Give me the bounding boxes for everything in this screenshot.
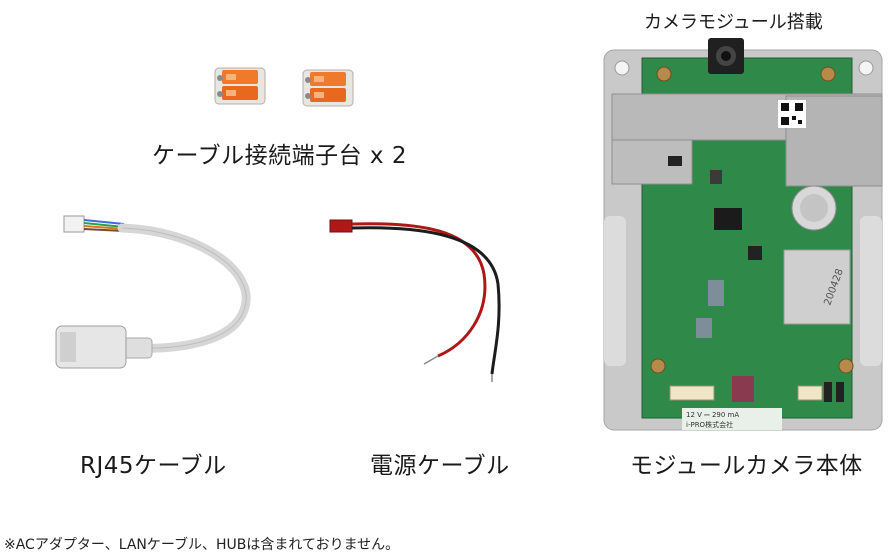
camera-module-mount-label: カメラモジュール搭載 bbox=[644, 12, 823, 33]
board-maker: i-PRO株式会社 bbox=[686, 420, 733, 429]
footnote: ※ACアダプター、LANケーブル、HUBは含まれておりません。 bbox=[4, 537, 400, 553]
terminal-block-label: ケーブル接続端子台 x 2 bbox=[152, 143, 407, 169]
rj45-cable bbox=[55, 215, 251, 369]
camera-module-body: 200428 12 V ⎓ 290 mA i-PRO株式会社 bbox=[603, 38, 883, 431]
terminal-block-1 bbox=[214, 67, 266, 105]
board-rating: 12 V ⎓ 290 mA bbox=[686, 411, 739, 419]
power-cable-label: 電源ケーブル bbox=[370, 453, 510, 479]
camera-body-label: モジュールカメラ本体 bbox=[630, 453, 863, 479]
terminal-block-2 bbox=[302, 69, 354, 107]
rj45-cable-label: RJ45ケーブル bbox=[80, 453, 227, 479]
power-cable bbox=[329, 219, 501, 382]
